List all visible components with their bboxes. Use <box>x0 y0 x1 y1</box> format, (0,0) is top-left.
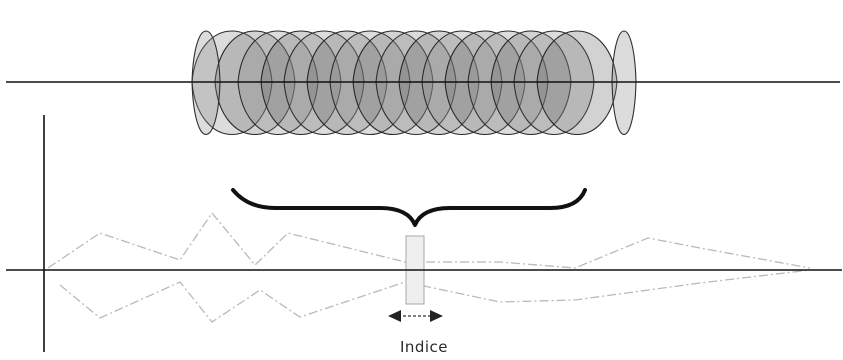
index-double-arrow <box>388 310 443 322</box>
curly-brace <box>233 190 585 225</box>
envelope-upper <box>48 213 810 268</box>
index-label: Indice <box>389 338 459 356</box>
